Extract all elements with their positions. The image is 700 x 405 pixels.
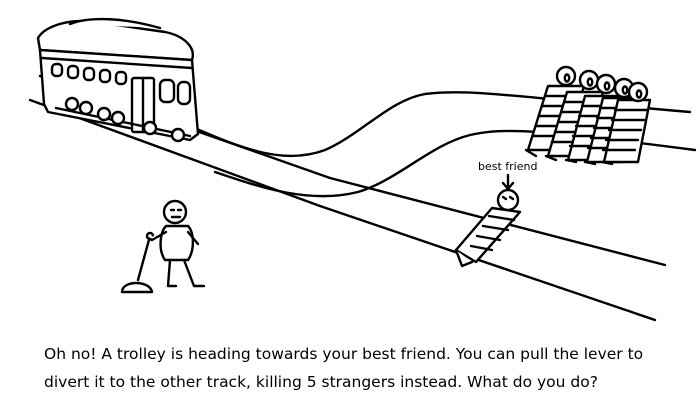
branch-track-rail-upper xyxy=(188,91,692,158)
main-track-rail-lower xyxy=(28,98,657,322)
trolley-icon xyxy=(36,17,200,143)
stranger-5 xyxy=(601,81,652,164)
caption-line-1: Oh no! A trolley is heading towards your… xyxy=(44,345,644,363)
trolley-problem-illustration: best friend xyxy=(28,17,697,322)
lever-icon xyxy=(120,231,155,294)
tied-person-icon xyxy=(454,188,522,268)
tied-people-group-icon xyxy=(524,65,652,166)
caption-line-2: divert it to the other track, killing 5 … xyxy=(44,373,598,391)
best-friend-label: best friend xyxy=(478,160,537,173)
dilemma-caption: Oh no! A trolley is heading towards your… xyxy=(44,340,674,396)
person-icon xyxy=(146,199,206,288)
best-friend-arrow xyxy=(501,173,515,191)
